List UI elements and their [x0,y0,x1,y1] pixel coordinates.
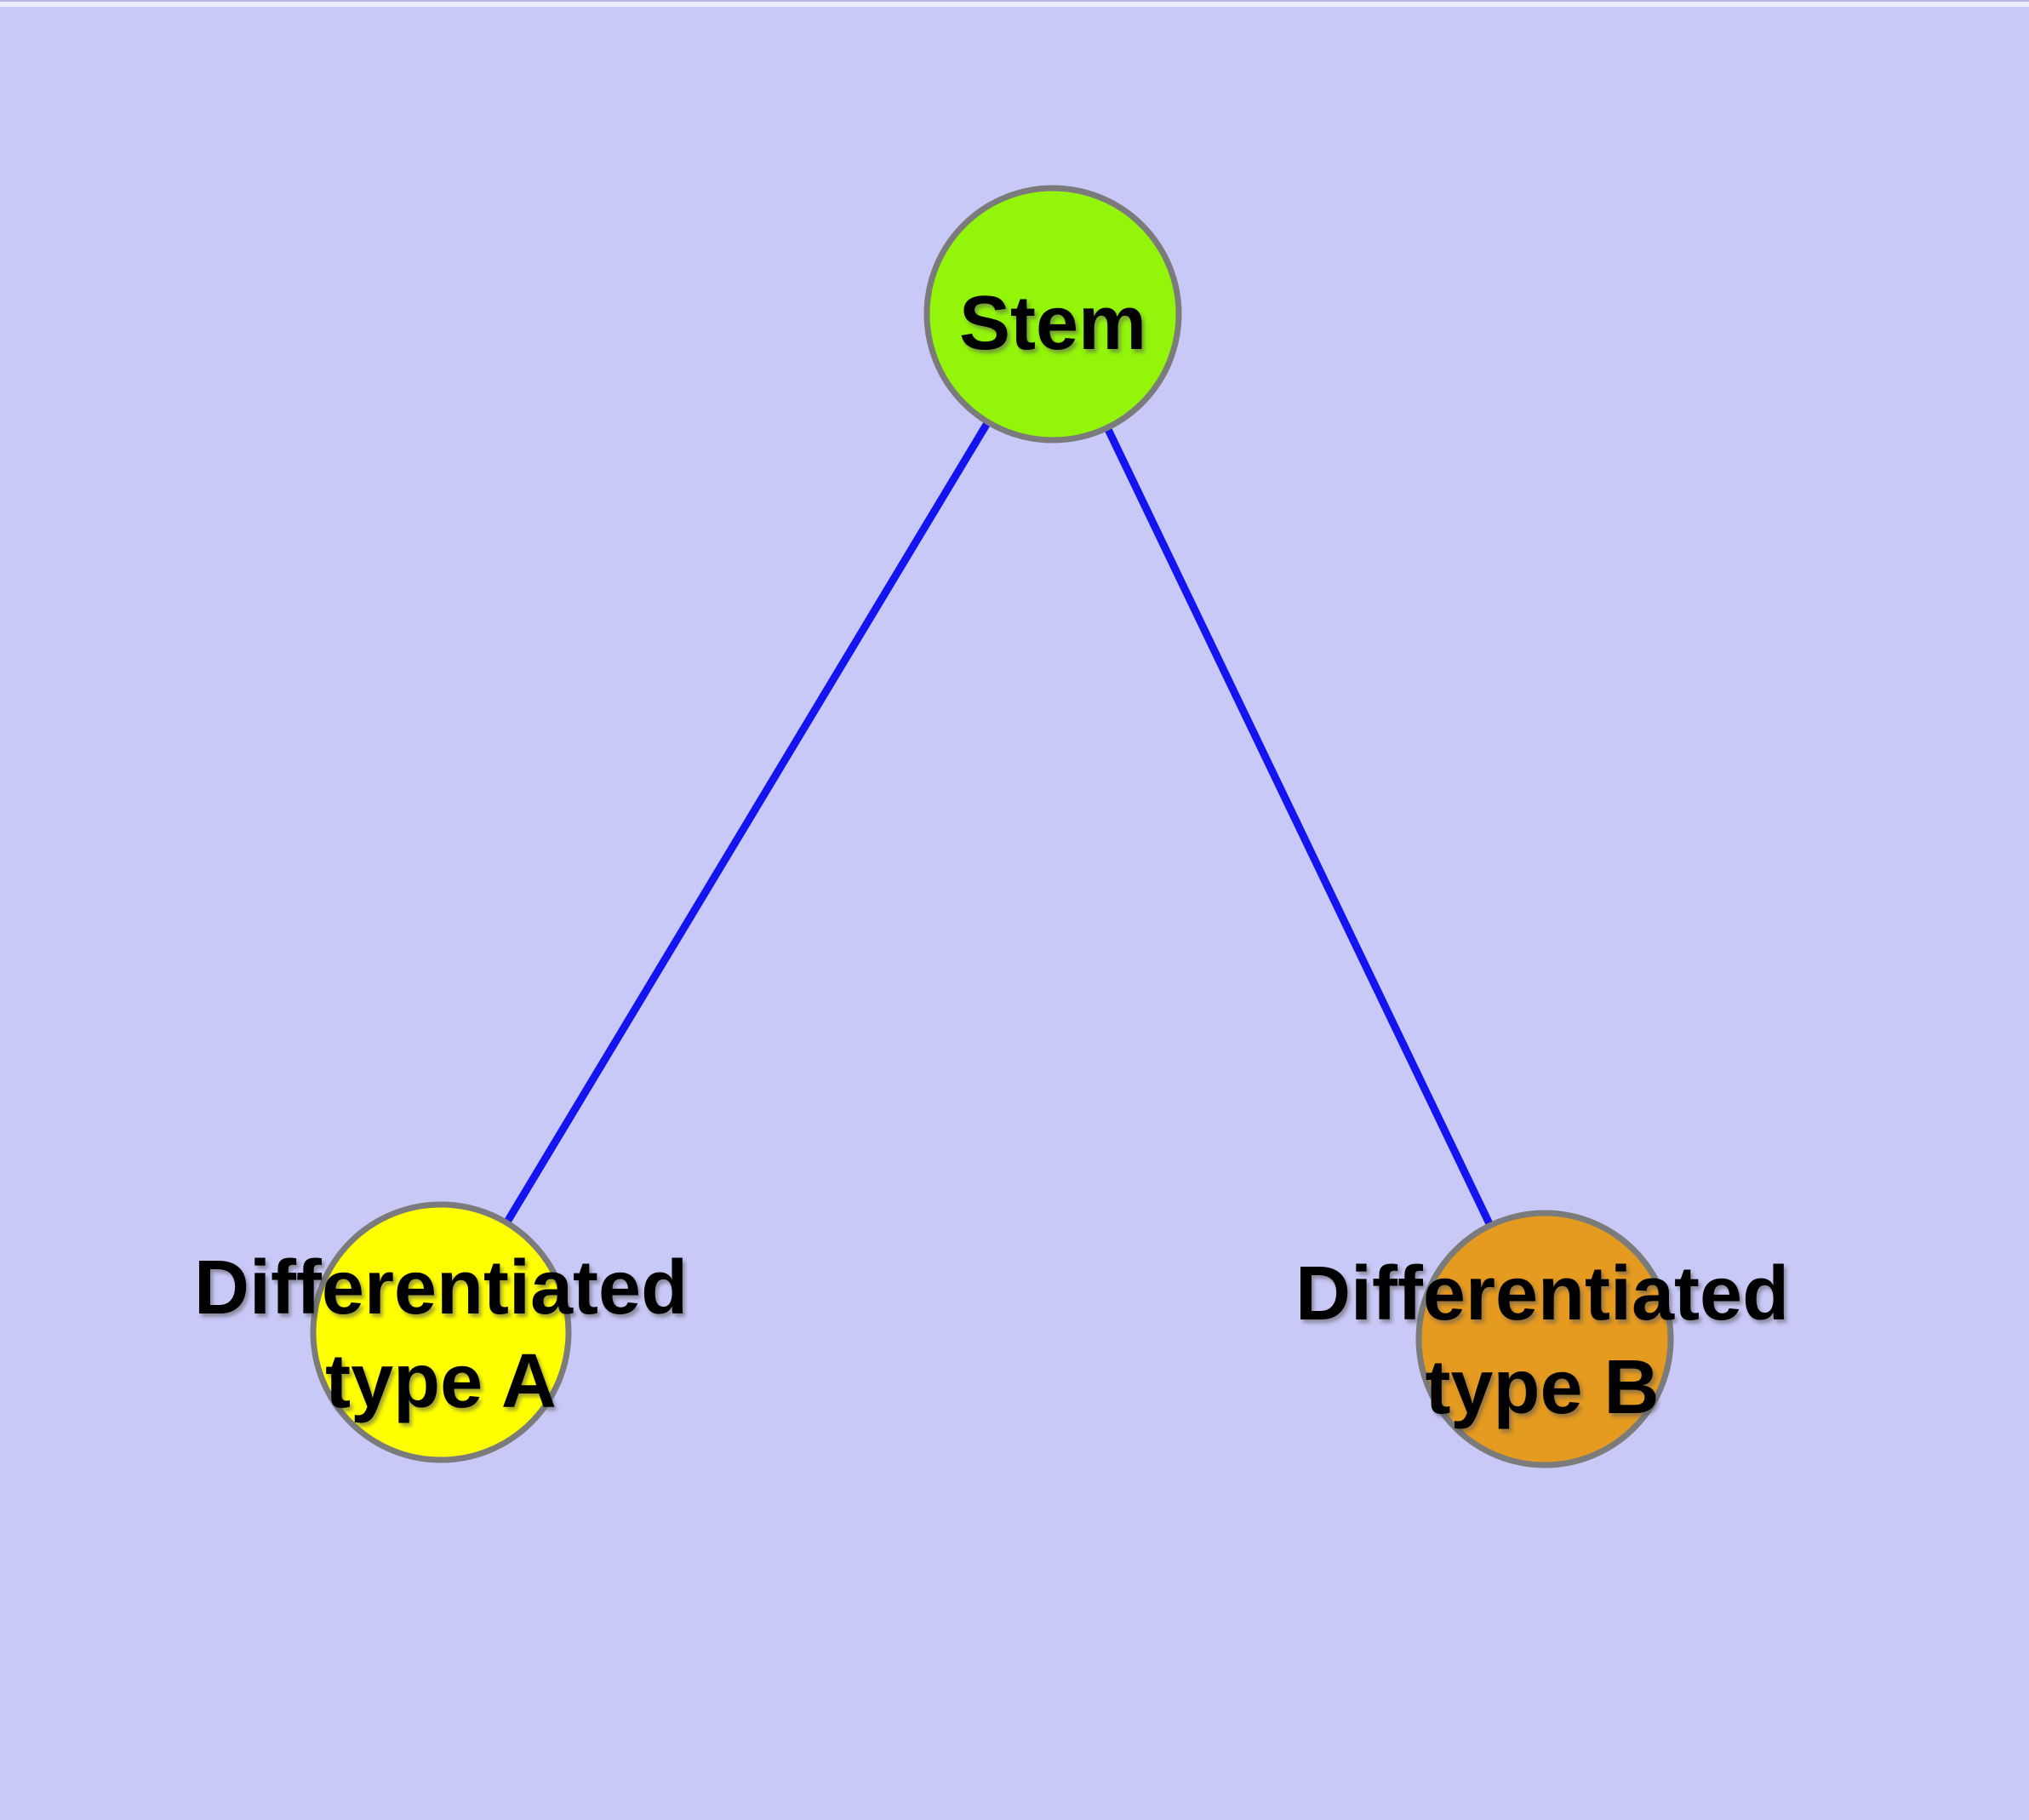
top-edge-strip [0,0,2029,7]
stem-node-label: Stem [958,281,1147,366]
differentiated-type-b-node-label: Differentiated type B [1295,1247,1789,1434]
type-a-label-line-2: type A [325,1339,557,1424]
stem-node [923,185,1182,444]
edge-stem-to-type-b [1049,312,1549,1341]
type-b-label-line-1: Differentiated [1295,1251,1790,1336]
differentiated-type-a-node-label: Differentiated type A [194,1241,688,1428]
differentiated-type-a-node [310,1201,572,1463]
differentiated-type-b-node [1415,1210,1674,1468]
edge-stem-to-type-a [437,312,1056,1335]
type-b-label-line-2: type B [1425,1345,1660,1430]
type-a-label-line-1: Differentiated [193,1245,689,1331]
